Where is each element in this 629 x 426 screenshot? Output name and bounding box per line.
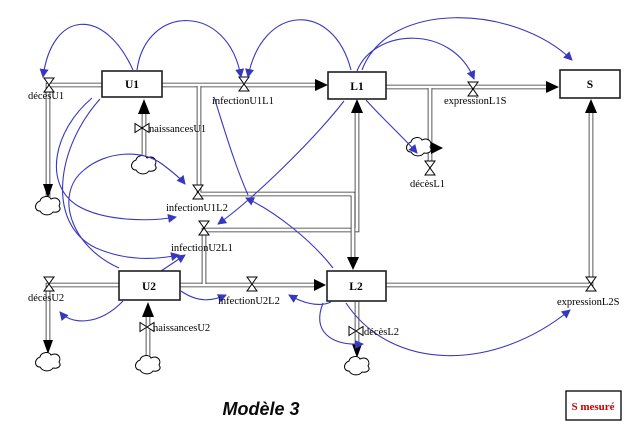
flow-label-naissancesU1[interactable]: naissancesU1 bbox=[149, 124, 206, 135]
stock-l1[interactable] bbox=[327, 71, 387, 100]
flow-label-infectionU1L2[interactable]: infectionU1L2 bbox=[166, 203, 228, 214]
influence-arrow-l2-expressionL2S bbox=[345, 302, 571, 357]
cloud-icon bbox=[135, 355, 161, 375]
influence-arrow-u2-infectionU2L1 bbox=[160, 254, 186, 272]
influence-arrow-l1-infectionU1L1 bbox=[245, 19, 352, 78]
stock-s-label: S bbox=[587, 79, 593, 91]
pipe-arrowhead-decesU1 bbox=[43, 184, 53, 198]
flow-label-decesL2[interactable]: décèsL2 bbox=[364, 327, 399, 338]
influence-arrow-l1-expressionL1S bbox=[356, 37, 476, 80]
influence-arrow-u1-infectionU2L1 bbox=[62, 98, 180, 261]
legend-box bbox=[565, 390, 622, 421]
influence-arrow-u2-decesU2 bbox=[59, 300, 124, 322]
influence-arrow-l1-infectionU2L1 bbox=[217, 100, 345, 225]
pipe-arrowhead-decesL1 bbox=[431, 142, 443, 154]
influence-arrow-l2-infectionU2L2 bbox=[288, 294, 332, 305]
flow-label-naissancesU2[interactable]: naissancesU2 bbox=[153, 323, 210, 334]
influence-arrow-l1-decesL1 bbox=[365, 99, 418, 154]
legend-label: S mesuré bbox=[571, 401, 614, 413]
stock-u1[interactable] bbox=[101, 70, 163, 98]
pipe-arrowhead-infectionU2L2 bbox=[314, 279, 326, 291]
flow-label-infectionU1L1[interactable]: infectionU1L1 bbox=[212, 96, 274, 107]
stocks: U1 L1 S U2 L2 bbox=[101, 69, 621, 302]
stock-l1-label: L1 bbox=[350, 81, 364, 93]
pipe-arrowhead-infectionU1L2 bbox=[347, 257, 359, 270]
pipe-arrowhead-naissancesU1 bbox=[138, 99, 150, 114]
flow-label-expressionL2S[interactable]: expressionL2S bbox=[557, 297, 620, 308]
clouds bbox=[35, 137, 432, 376]
influence-arrow-crossing bbox=[213, 96, 249, 196]
influence-arrow-l2-decesL2 bbox=[319, 302, 364, 349]
influence-arrow-u2-infectionU1L2 bbox=[68, 153, 186, 269]
valve-decesL1-icon[interactable] bbox=[424, 160, 436, 176]
stock-u1-label: U1 bbox=[125, 79, 139, 91]
flow-pipe-infectionU2L1-core bbox=[202, 113, 359, 284]
flow-labels: décèsU1 naissancesU1 infectionU1L1 infec… bbox=[28, 91, 620, 338]
influence-arrow-u1-infectionU1L1 bbox=[136, 20, 245, 78]
influence-arrow-l1-s bbox=[361, 17, 573, 71]
pipe-arrowhead-infectionU1L1 bbox=[315, 79, 328, 91]
legend: S mesuré bbox=[565, 390, 622, 421]
stock-l2-label: L2 bbox=[349, 281, 363, 293]
pipe-arrowhead-decesL2 bbox=[352, 344, 362, 358]
pipe-arrowhead-decesU2 bbox=[43, 340, 53, 354]
stock-u2-label: U2 bbox=[142, 281, 156, 293]
cloud-icon bbox=[35, 196, 61, 216]
pipe-arrowhead-naissancesU2 bbox=[142, 302, 154, 317]
influence-links bbox=[39, 17, 573, 357]
flow-label-decesU1[interactable]: décèsU1 bbox=[28, 91, 64, 102]
influence-arrow-u1-infectionU1L2 bbox=[55, 97, 177, 223]
flow-label-decesL1[interactable]: décèsL1 bbox=[410, 179, 445, 190]
pipe-arrowhead-infectionU2L1 bbox=[351, 99, 363, 113]
cloud-icon bbox=[406, 137, 432, 157]
stock-u2[interactable] bbox=[118, 270, 181, 301]
stock-s[interactable] bbox=[559, 69, 621, 99]
flow-pipe-infectionU1L2-core bbox=[197, 86, 355, 258]
flow-pipe-decesU1-core bbox=[46, 83, 102, 197]
influence-arrow-u2-infectionU2L2 bbox=[180, 290, 227, 303]
flow-label-infectionU2L1[interactable]: infectionU2L1 bbox=[171, 243, 233, 254]
influence-arrow-u1-decesU1 bbox=[39, 23, 134, 78]
flow-label-infectionU2L2[interactable]: infectionU2L2 bbox=[218, 296, 280, 307]
cloud-icon bbox=[344, 356, 370, 376]
stock-l2[interactable] bbox=[326, 270, 387, 302]
influence-arrow-l2-infectionU1L2 bbox=[245, 197, 334, 269]
diagram-title: Modèle 3 bbox=[222, 399, 299, 419]
flow-label-decesU2[interactable]: décèsU2 bbox=[28, 293, 64, 304]
flow-label-expressionL1S[interactable]: expressionL1S bbox=[444, 96, 507, 107]
pipe-arrowheads bbox=[43, 79, 597, 358]
pipe-arrowhead-expressionL2S bbox=[585, 99, 597, 113]
cloud-icon bbox=[35, 352, 61, 372]
pipe-arrowhead-expressionL1S bbox=[546, 81, 559, 93]
